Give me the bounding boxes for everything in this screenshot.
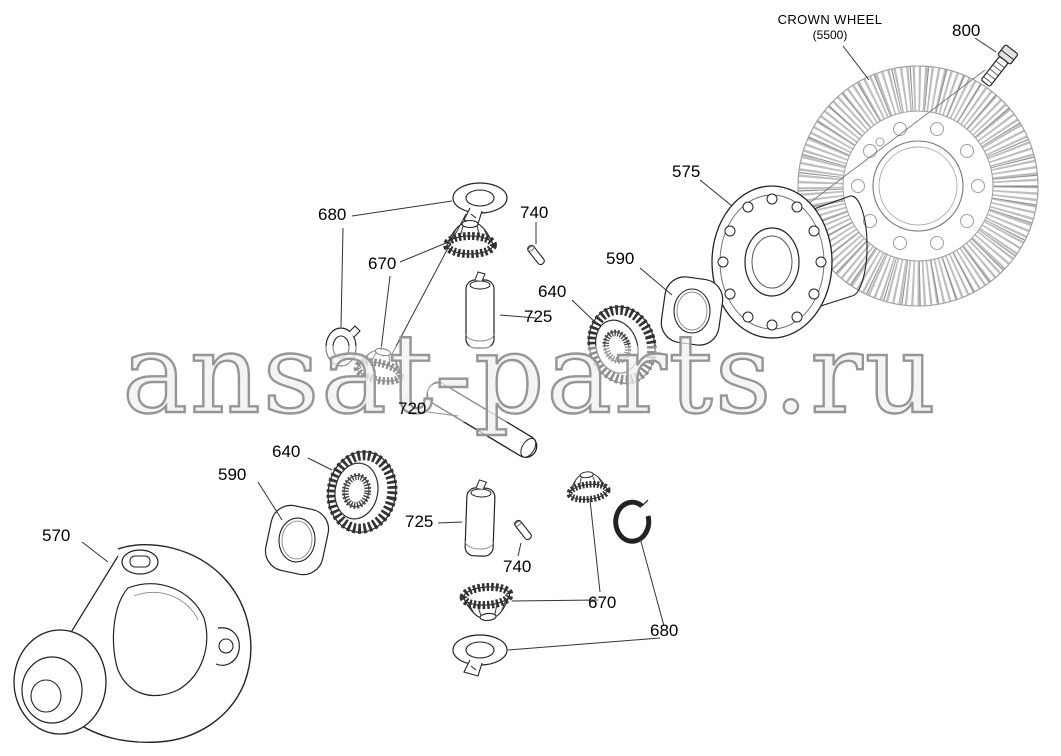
part-label-720: 720 [398,399,427,418]
part-label-575: 575 [672,162,701,181]
part-label-680-top: 680 [318,205,347,224]
crown-wheel-title-line1: CROWN WHEEL [777,12,883,27]
flange-drawing [711,185,868,339]
side-gear-left-drawing [322,446,402,537]
part-label-725-top: 725 [524,307,553,326]
crown-wheel-title-line2: (5500) [812,28,848,42]
bevel-gear-bottom-drawing [463,585,511,622]
watermark-text: ansat-parts.ru [122,310,937,438]
part-label-670-bottom: 670 [588,593,617,612]
lock-plate-top-drawing [452,182,508,225]
part-label-740-top: 740 [520,203,549,222]
crown-wheel-drawing [797,65,1039,307]
differential-case-drawing [13,543,252,744]
part-label-570: 570 [42,526,71,545]
part-label-800: 800 [952,21,981,40]
part-label-670-top: 670 [368,254,397,273]
pin-bottom-drawing [512,518,534,542]
pin-top-drawing [525,243,547,267]
bolt-axis-line [799,69,986,211]
spacer-bottom-drawing [464,478,497,558]
thrust-washer-left-drawing [260,500,334,580]
snap-ring-drawing [613,499,652,544]
bolt-drawing [981,44,1018,87]
cross-shaft-drawing [425,380,538,458]
crown-wheel-title: CROWN WHEEL (5500) [755,12,905,42]
lock-plate-bottom-drawing [452,634,508,677]
part-label-590-left: 590 [218,465,247,484]
watermark-band: ansat-parts.ru [118,309,946,439]
part-label-640-left: 640 [272,442,301,461]
part-label-640-right: 640 [538,282,567,301]
part-label-725-bottom: 725 [405,512,434,531]
part-label-740-bottom: 740 [503,557,532,576]
bevel-gear-mid-right-drawing [568,470,608,501]
part-label-680-bottom: 680 [650,621,679,640]
leader-lines [81,37,997,651]
part-label-590-right: 590 [606,249,635,268]
